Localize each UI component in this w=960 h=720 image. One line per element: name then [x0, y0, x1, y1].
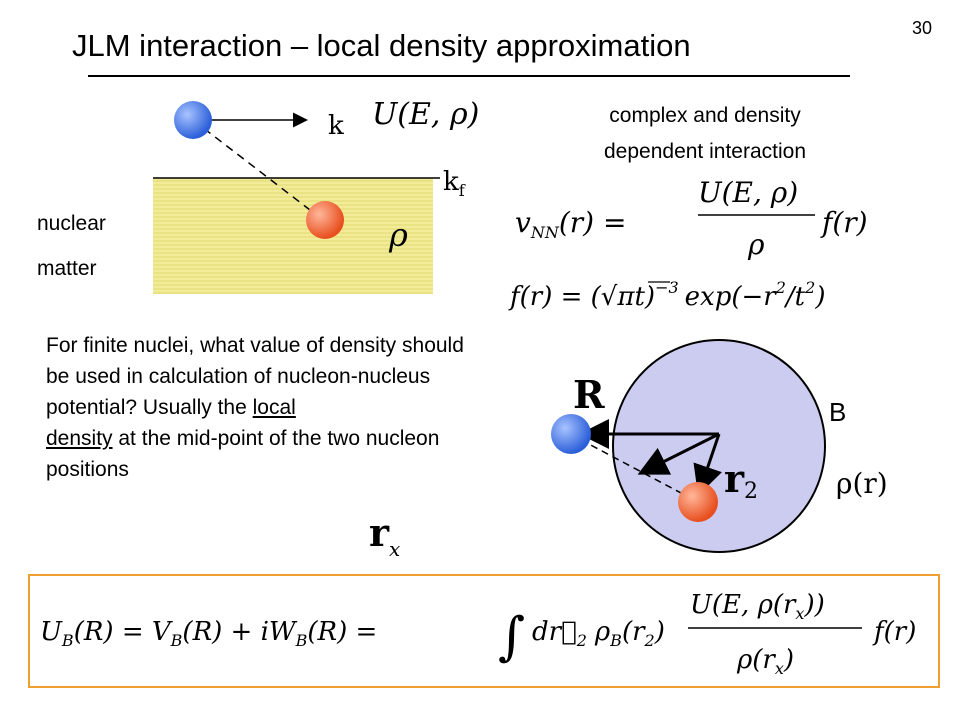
- title-underline: [88, 75, 850, 77]
- underlined-local: local: [252, 396, 296, 419]
- svg-text:∫: ∫: [498, 607, 525, 667]
- svg-text:UB(R) = VB(R) + iWB(R) =: UB(R) = VB(R) + iWB(R) =: [40, 617, 377, 650]
- nuclear-label: nuclear: [37, 212, 106, 235]
- R-label: R: [573, 372, 605, 417]
- slide-title: JLM interaction – local density approxim…: [72, 28, 691, 63]
- rho-label: ρ: [388, 216, 408, 254]
- finite-nuclei-paragraph: For finite nuclei, what value of density…: [46, 330, 486, 485]
- svg-text:f(r): f(r): [872, 617, 916, 647]
- bound-nucleon-red: [678, 482, 718, 522]
- rx-label: rx: [369, 510, 400, 561]
- target-nucleon-red: [306, 201, 344, 239]
- rho-r-label: ρ(r): [836, 467, 888, 500]
- svg-text:dr⃗2ρB(r2): dr⃗2ρB(r2): [532, 617, 665, 650]
- nucleus-B-label: B: [829, 397, 847, 427]
- svg-text:ρ: ρ: [747, 228, 765, 261]
- k-label: k: [328, 111, 344, 141]
- svg-text:ρ(rx): ρ(rx): [736, 645, 794, 678]
- r2-vector-arrow: [693, 433, 722, 496]
- finite-nuclei-text-a: For finite nuclei, what value of density…: [46, 334, 464, 419]
- interaction-description: complex and density dependent interactio…: [540, 98, 870, 170]
- svg-text:U(E, ρ(rx)): U(E, ρ(rx)): [690, 590, 825, 623]
- finite-nuclei-text-b: at the mid-point of the two nucleon posi…: [46, 427, 440, 481]
- formula-box: [28, 574, 940, 688]
- matter-label: matter: [37, 257, 97, 280]
- vnn-equation: vNN(r) = U(E, ρ) ρ f(r): [515, 176, 868, 261]
- rx-vector-arrow: [637, 432, 720, 475]
- svg-text:vNN(r) =: vNN(r) =: [515, 206, 626, 242]
- slide-number: 30: [912, 18, 933, 38]
- projectile-nucleon-blue: [551, 414, 591, 454]
- incident-nucleon-blue: [174, 101, 212, 139]
- r2-label: r2: [724, 456, 758, 504]
- interaction-description-line1: complex and density: [609, 104, 801, 127]
- kf-label: kf: [443, 167, 466, 200]
- svg-text:U(E, ρ): U(E, ρ): [698, 176, 798, 209]
- interaction-description-line2: dependent interaction: [604, 140, 806, 163]
- nucleus-circle: [612, 339, 826, 553]
- svg-text:f(r): f(r): [820, 206, 868, 239]
- potential-label: U(E, ρ): [372, 97, 479, 132]
- underlined-density: density: [46, 427, 113, 450]
